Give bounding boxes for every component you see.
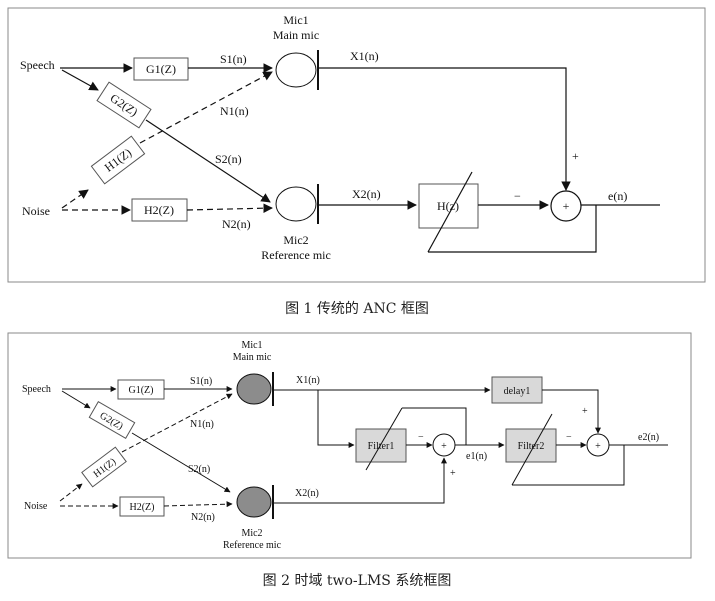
f2-x2-path <box>274 457 447 504</box>
figure-1-frame <box>7 7 706 283</box>
f1-noise-to-h1-arrow <box>61 189 89 209</box>
f2-delay-label: delay1 <box>504 386 531 397</box>
f2-filter2-block <box>505 428 557 463</box>
figure-1-caption: 图 1 传统的 ANC 框图 <box>285 301 429 317</box>
f1-mic2-sublabel: Reference mic <box>261 248 331 262</box>
f1-mic1-label: Mic1 <box>283 13 308 27</box>
f2-speech-to-g2-arrow <box>61 390 91 409</box>
f1-hz-block <box>418 183 479 229</box>
figure-2: Speech Noise G1(Z) S1(n) G2(Z) S2(n) H1(… <box>7 332 692 559</box>
f1-n1-label: N1(n) <box>220 104 249 118</box>
f1-n1-arrow <box>139 71 273 144</box>
f2-filter2-adapt-line <box>511 413 553 486</box>
f2-filter1-label: Filter1 <box>368 441 395 452</box>
f1-feedback-line <box>428 205 597 253</box>
f2-sum1-symbol: + <box>441 441 447 452</box>
f1-g1-block <box>133 57 189 81</box>
f2-sum2-plus-label: + <box>582 406 588 417</box>
f2-mic2-circle <box>236 486 272 518</box>
f1-s2-arrow <box>145 119 271 203</box>
f2-g1-label: G1(Z) <box>129 385 154 396</box>
f2-n1-label: N1(n) <box>190 419 214 430</box>
f2-x1-label: X1(n) <box>296 375 320 386</box>
f2-speech-label: Speech <box>22 384 51 395</box>
f2-sum2-symbol: + <box>595 441 601 452</box>
f2-sum2-minus-label: − <box>566 432 572 443</box>
f2-g2-block: G2(Z) <box>88 401 136 439</box>
f1-n2-arrow <box>186 203 273 214</box>
f1-g2-block: G2(Z) <box>96 81 152 129</box>
f2-filter1-adapt-line <box>365 407 403 471</box>
f1-minus-label: − <box>514 189 521 203</box>
f1-g1-label: G1(Z) <box>146 62 176 76</box>
f1-hz-label: H(z) <box>437 199 459 213</box>
f2-noise-label: Noise <box>24 501 48 512</box>
f1-h1-block: H1(Z) <box>90 135 146 185</box>
f1-noise-label: Noise <box>22 204 50 218</box>
f2-sum1-minus-label: − <box>418 432 424 443</box>
f2-n2-label: N2(n) <box>191 512 215 523</box>
f2-mic1-sublabel: Main mic <box>233 352 272 363</box>
f2-s2-label: S2(n) <box>188 464 210 475</box>
f2-x2-label: X2(n) <box>295 488 319 499</box>
figure-2-caption: 图 2 时域 two-LMS 系统框图 <box>263 573 452 589</box>
f2-delay-block <box>491 376 543 404</box>
f2-delay-to-sum2-path <box>542 389 601 434</box>
f1-x2-label: X2(n) <box>352 187 381 201</box>
f2-filter1-block <box>355 428 407 463</box>
f1-speech-label: Speech <box>20 58 55 72</box>
figure-2-frame <box>7 332 692 559</box>
f2-mic2-sublabel: Reference mic <box>223 540 282 551</box>
f1-x1-label: X1(n) <box>350 49 379 63</box>
f2-n1-arrow <box>121 393 233 453</box>
f1-h2-label: H2(Z) <box>144 203 174 217</box>
f1-mic1-circle <box>275 52 317 88</box>
f2-e2-feedback-line <box>512 445 625 486</box>
f1-x1-path <box>319 67 571 191</box>
f2-mic1-circle <box>236 373 272 405</box>
f1-mic2-circle <box>275 186 317 222</box>
f2-sum1-plus-label: + <box>450 468 456 479</box>
f1-speech-to-g2-arrow <box>61 69 99 91</box>
figure-1: Speech Noise G1(Z) S1(n) G2(Z) S2(n) H1(… <box>7 7 706 283</box>
f2-s1-label: S1(n) <box>190 376 212 387</box>
f2-h2-label: H2(Z) <box>130 502 155 513</box>
f2-e1-feedback-line <box>402 407 467 445</box>
f1-mic2-label: Mic2 <box>283 233 308 247</box>
f1-mic1-sublabel: Main mic <box>273 28 319 42</box>
f2-filter2-label: Filter2 <box>518 441 545 452</box>
f1-sum-node <box>550 190 582 222</box>
f1-s2-label: S2(n) <box>215 152 242 166</box>
f1-hz-adapt-line <box>427 171 473 253</box>
f1-s1-label: S1(n) <box>220 52 247 66</box>
f2-mic2-label: Mic2 <box>241 528 262 539</box>
f1-plus-label: + <box>572 149 579 163</box>
f2-mic1-label: Mic1 <box>241 340 262 351</box>
f2-noise-to-h1-arrow <box>59 483 83 502</box>
f2-h2-block <box>119 496 165 517</box>
f2-s2-arrow <box>131 432 231 493</box>
f2-x1-to-filter1-path <box>317 390 355 448</box>
f2-n2-arrow <box>163 501 233 508</box>
f2-e2-label: e2(n) <box>638 432 659 443</box>
f1-sum-symbol: + <box>563 199 570 213</box>
f1-n2-label: N2(n) <box>222 217 251 231</box>
f2-h1-block: H1(Z) <box>81 446 127 488</box>
f1-en-label: e(n) <box>608 189 627 203</box>
f2-e1-label: e1(n) <box>466 451 487 462</box>
